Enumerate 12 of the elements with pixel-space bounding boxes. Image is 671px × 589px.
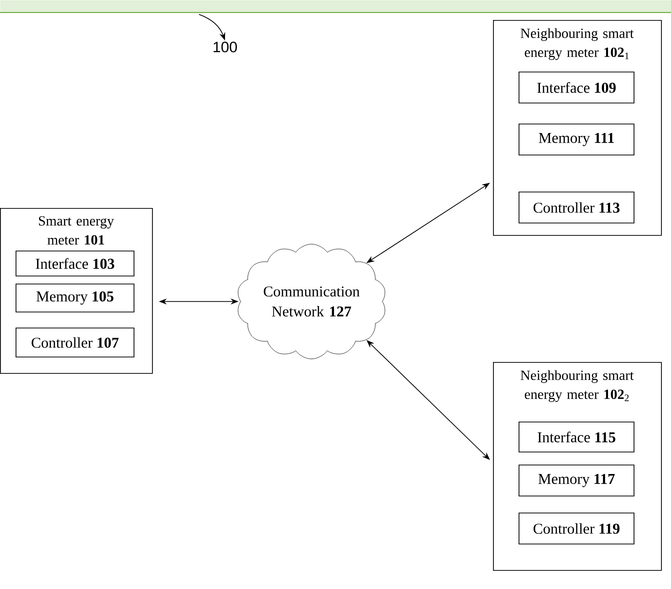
component-box: Controller 119 <box>518 512 634 544</box>
component-box: Memory 117 <box>518 464 634 496</box>
network-cloud: Communication Network 127 <box>238 244 386 360</box>
component-box: Interface 103 <box>16 250 134 276</box>
component-box: Interface 109 <box>518 72 634 104</box>
component-box: Controller 113 <box>518 192 634 224</box>
banner-strip <box>0 0 671 13</box>
component-box: Interface 115 <box>518 422 634 452</box>
component-box: Memory 111 <box>518 124 634 156</box>
reference-numeral: 100 <box>214 42 237 52</box>
component-box: Controller 107 <box>16 328 134 358</box>
component-box: Memory 105 <box>16 284 134 312</box>
